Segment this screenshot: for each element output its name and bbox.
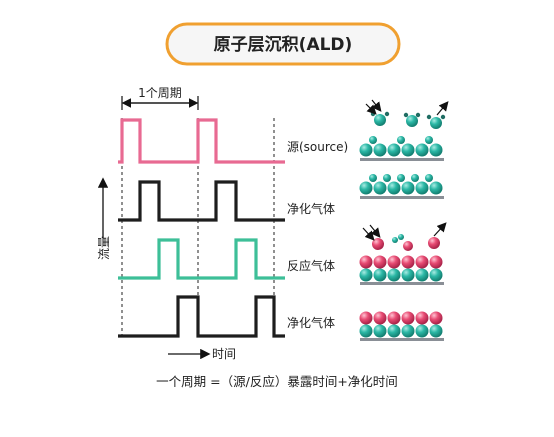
surface-illustrations	[359, 99, 449, 341]
purge-pulse-wave-1	[118, 180, 285, 222]
page-title: 原子层沉积(ALD)	[214, 34, 353, 55]
y-axis-label: 流量	[97, 236, 111, 260]
x-axis-label: 时间	[212, 347, 236, 361]
y-axis: 流量	[97, 177, 111, 260]
period-bracket: 1个周期	[121, 86, 199, 110]
purge-pulse-wave-2	[118, 295, 285, 338]
row-label-purge-2: 净化气体	[287, 315, 335, 330]
reactant-pulse-wave	[118, 238, 285, 280]
title-pill-border	[165, 22, 401, 66]
x-axis: 时间	[168, 347, 236, 361]
row-label-reactant: 反应气体	[287, 258, 335, 273]
title-pill: 原子层沉积(ALD)	[165, 22, 401, 66]
substrate-bar	[360, 196, 444, 199]
panel-reactant	[359, 222, 447, 285]
panel-purge-1	[359, 174, 444, 199]
cycle-formula: 一个周期 =（源/反应）暴露时间+净化时间	[156, 374, 398, 389]
substrate-bar	[360, 158, 444, 161]
period-label: 1个周期	[138, 86, 182, 100]
panel-source-adsorption	[359, 99, 449, 161]
substrate-bar	[360, 338, 444, 341]
source-pulse-wave	[118, 118, 285, 164]
row-label-purge-1: 净化气体	[287, 201, 335, 216]
row-label-source: 源(source)	[287, 140, 348, 154]
substrate-bar	[360, 282, 444, 285]
panel-purge-2	[359, 311, 444, 341]
